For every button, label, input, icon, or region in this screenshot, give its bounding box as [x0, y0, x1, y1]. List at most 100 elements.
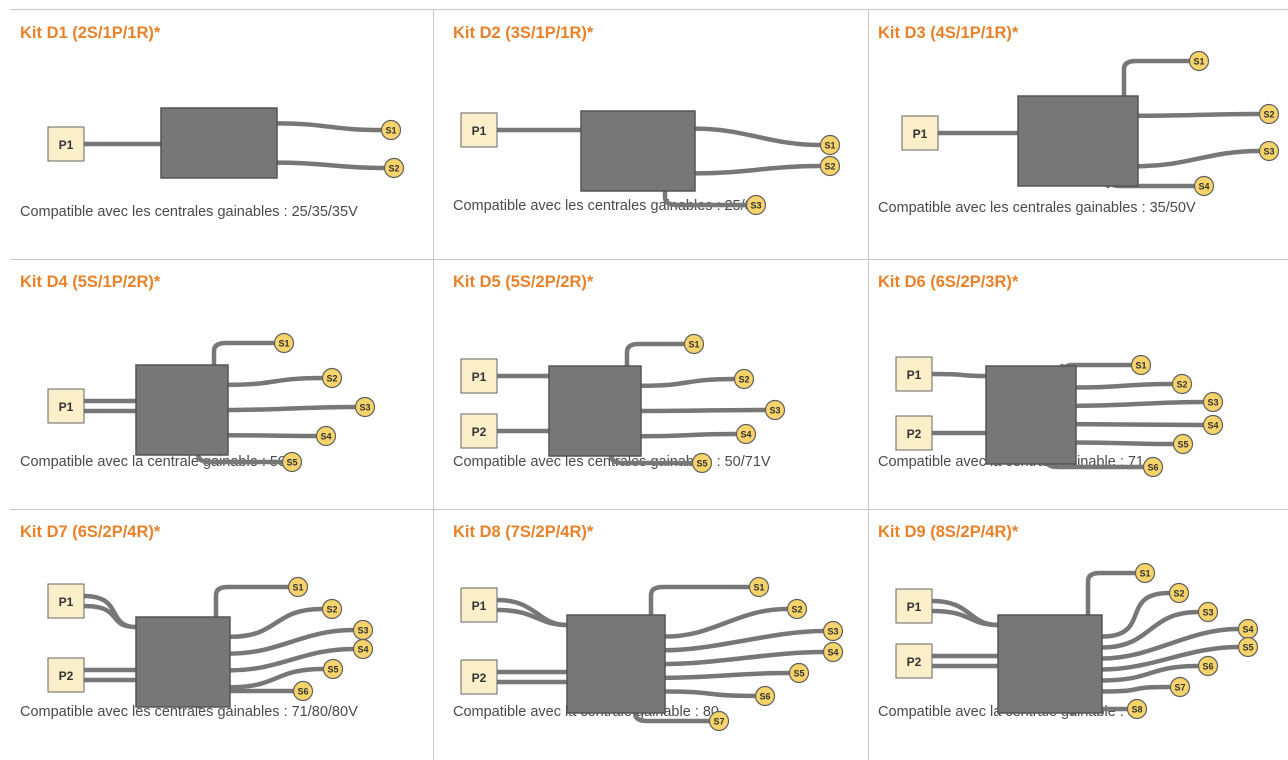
- outlet-label: S1: [688, 340, 699, 350]
- duct-pipe: [662, 628, 826, 653]
- outlet-circle: S5: [691, 452, 713, 474]
- distribution-box: [566, 614, 666, 714]
- outlet-label: S3: [750, 201, 761, 211]
- outlet-circle: S6: [292, 680, 314, 702]
- outlet-circle: S4: [1237, 618, 1259, 640]
- outlet-label: S1: [385, 126, 396, 136]
- plenum-label: P2: [472, 671, 487, 685]
- compatibility-text: Compatible avec les centrales gainables …: [20, 704, 358, 720]
- duct-pipe: [638, 407, 768, 414]
- kit-card: Kit D5 (5S/2P/2R)*Compatible avec les ce…: [453, 273, 853, 503]
- kit-card: Kit D6 (6S/2P/3R)*Compatible avec la cen…: [878, 273, 1278, 503]
- outlet-circle: S4: [1202, 414, 1224, 436]
- outlet-label: S1: [278, 339, 289, 349]
- outlet-circle: S6: [1142, 456, 1164, 478]
- kit-card: Kit D4 (5S/1P/2R)*Compatible avec la cen…: [20, 273, 420, 503]
- kit-title: Kit D7 (6S/2P/4R)*: [20, 523, 161, 541]
- outlet-label: S6: [759, 692, 770, 702]
- duct-pipe: [1099, 609, 1201, 650]
- duct-pipe: [662, 188, 749, 208]
- outlet-label: S5: [1242, 643, 1253, 653]
- outlet-label: S2: [738, 375, 749, 385]
- outlet-label: S2: [791, 605, 802, 615]
- plenum-label: P1: [472, 599, 487, 613]
- distribution-box: [997, 614, 1103, 714]
- kit-title: Kit D5 (5S/2P/2R)*: [453, 273, 594, 291]
- outlet-label: S3: [827, 627, 838, 637]
- duct-pipe: [1099, 644, 1241, 672]
- kit-card: Kit D1 (2S/1P/1R)*Compatible avec les ce…: [20, 24, 420, 254]
- outlet-circle: S3: [745, 194, 767, 216]
- outlet-label: S7: [1174, 683, 1185, 693]
- outlet-label: S2: [1173, 589, 1184, 599]
- duct-pipe: [227, 646, 356, 673]
- plenum-label: P1: [59, 138, 74, 152]
- duct-pipe: [1085, 570, 1138, 618]
- outlet-label: S1: [1193, 57, 1204, 67]
- duct-pipe: [632, 710, 712, 724]
- plenum-label: P2: [59, 669, 74, 683]
- outlet-circle: S1: [287, 576, 309, 598]
- outlet-label: S6: [297, 687, 308, 697]
- grid-line: [10, 9, 1288, 10]
- duct-pipe: [662, 606, 790, 639]
- kit-title: Kit D3 (4S/1P/1R)*: [878, 24, 1019, 42]
- duct-pipe: [1099, 626, 1241, 661]
- outlet-circle: S6: [754, 685, 776, 707]
- compatibility-text: Compatible avec les centrales gainables …: [878, 200, 1196, 216]
- outlet-label: S3: [357, 626, 368, 636]
- duct-pipe: [692, 163, 823, 176]
- outlet-circle: S1: [819, 134, 841, 156]
- outlet-label: S1: [1135, 361, 1146, 371]
- outlet-label: S4: [320, 432, 331, 442]
- duct-pipe: [274, 160, 387, 171]
- outlet-circle: S4: [352, 638, 374, 660]
- plenum-box: P2: [47, 657, 85, 693]
- plenum-box: P1: [895, 588, 933, 624]
- kit-title: Kit D6 (6S/2P/3R)*: [878, 273, 1019, 291]
- outlet-label: S5: [286, 458, 297, 468]
- outlet-circle: S2: [321, 598, 343, 620]
- duct-pipe: [274, 121, 384, 133]
- compatibility-text: Compatible avec la centrale gainable : 5…: [20, 454, 286, 470]
- plenum-label: P1: [472, 124, 487, 138]
- distribution-box: [1017, 95, 1139, 187]
- outlet-circle: S2: [321, 367, 343, 389]
- plenum-label: P1: [907, 368, 922, 382]
- distribution-box: [580, 110, 696, 192]
- duct-pipe: [662, 670, 792, 680]
- outlet-label: S1: [824, 141, 835, 151]
- duct-pipe: [227, 666, 326, 690]
- outlet-label: S5: [696, 459, 707, 469]
- outlet-circle: S1: [273, 332, 295, 354]
- distribution-box: [985, 365, 1077, 465]
- plenum-label: P1: [59, 595, 74, 609]
- outlet-circle: S2: [786, 598, 808, 620]
- outlet-circle: S5: [788, 662, 810, 684]
- outlet-label: S2: [1263, 110, 1274, 120]
- outlet-label: S7: [713, 717, 724, 727]
- outlet-circle: S4: [822, 641, 844, 663]
- outlet-circle: S2: [733, 368, 755, 390]
- outlet-label: S4: [1198, 182, 1209, 192]
- outlet-circle: S5: [1172, 433, 1194, 455]
- duct-pipe: [638, 431, 739, 439]
- outlet-circle: S3: [764, 399, 786, 421]
- distribution-box: [160, 107, 278, 179]
- duct-pipe: [624, 341, 687, 369]
- outlet-circle: S5: [1237, 636, 1259, 658]
- duct-pipe: [638, 376, 737, 389]
- distribution-box: [135, 364, 229, 456]
- outlet-circle: S2: [383, 157, 405, 179]
- plenum-box: P2: [460, 413, 498, 449]
- plenum-label: P1: [913, 127, 928, 141]
- plenum-label: P1: [907, 600, 922, 614]
- outlet-circle: S6: [1197, 655, 1219, 677]
- duct-pipe: [1073, 440, 1176, 447]
- outlet-label: S4: [740, 430, 751, 440]
- plenum-label: P1: [472, 370, 487, 384]
- outlet-circle: S2: [819, 155, 841, 177]
